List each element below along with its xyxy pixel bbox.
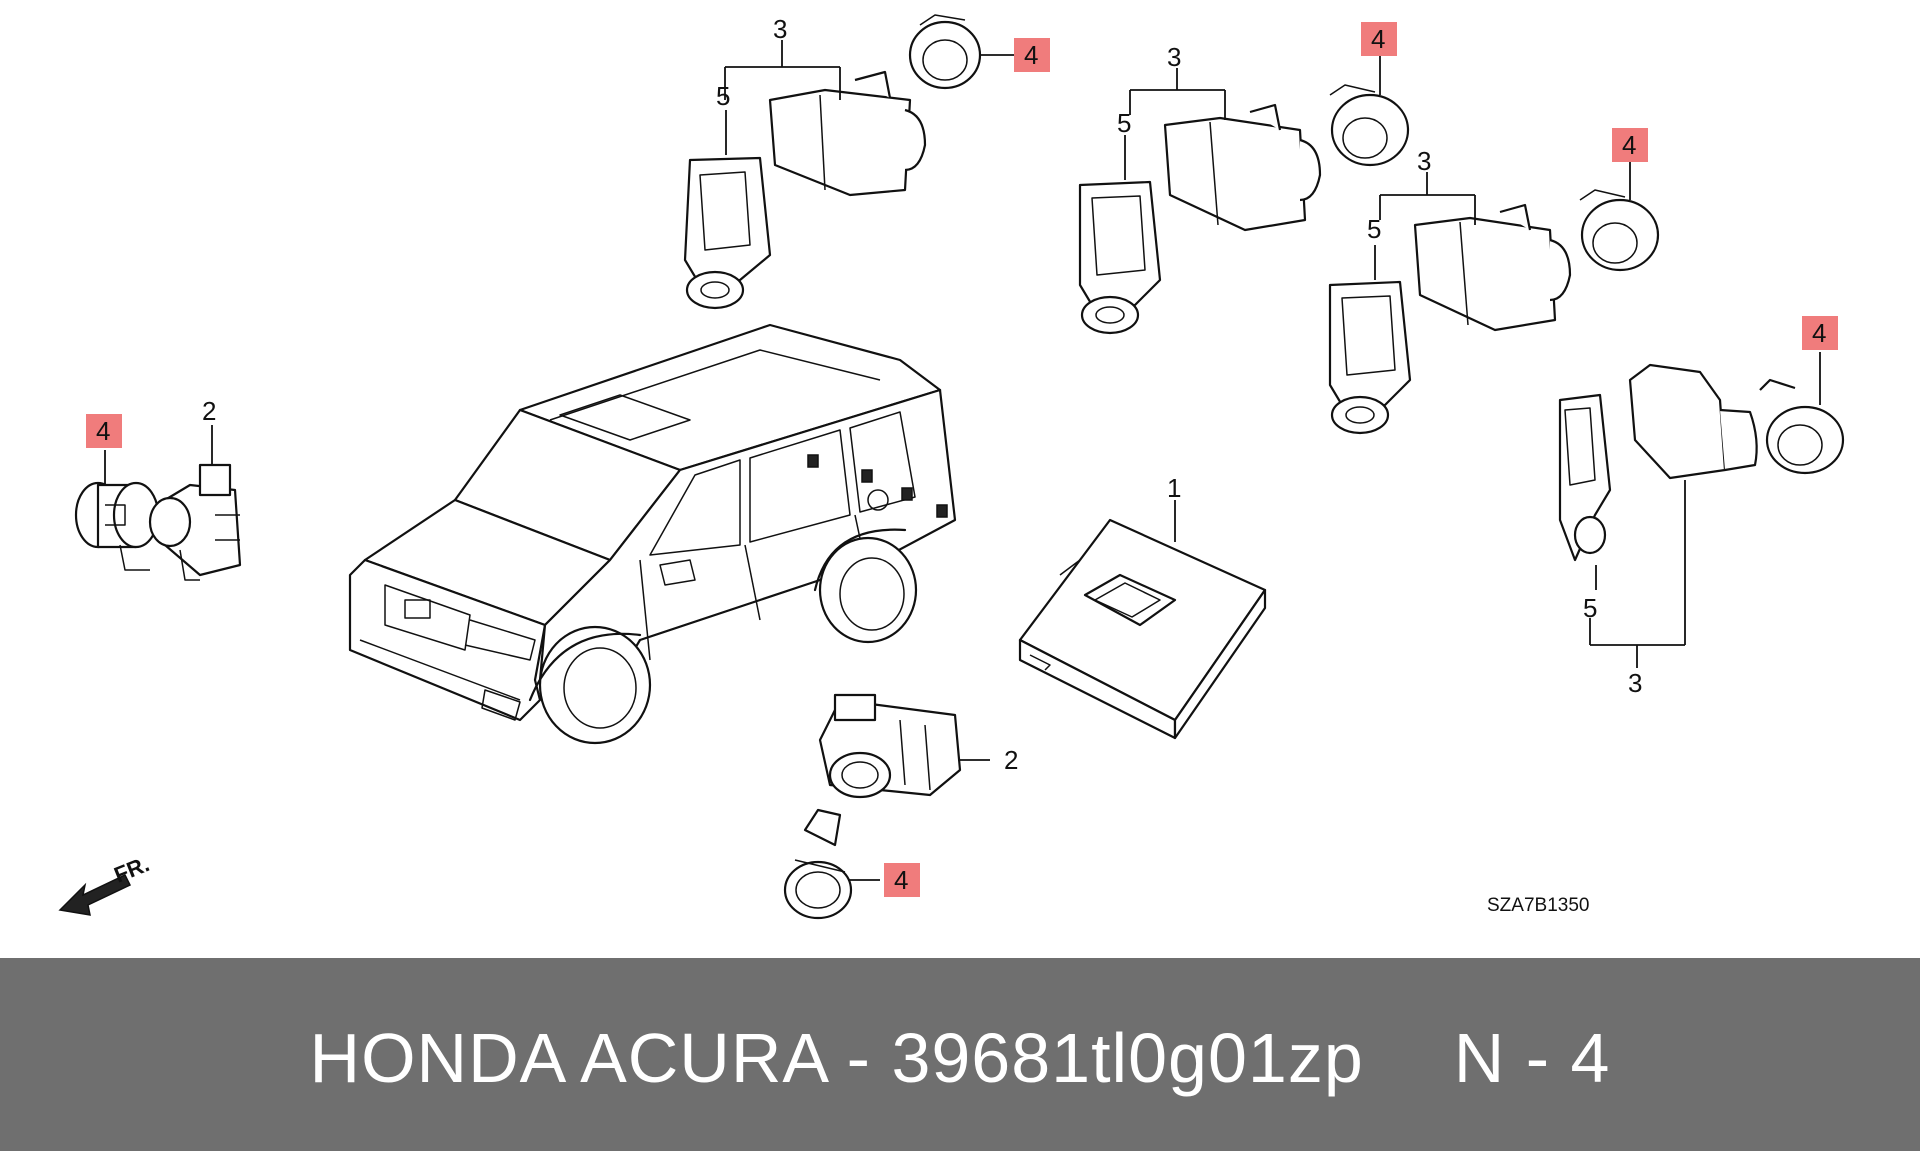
sensor-assembly-right-2 bbox=[1558, 352, 1845, 668]
callout-3: 3 bbox=[1167, 42, 1181, 72]
callout-4: 4 bbox=[96, 416, 110, 446]
callout-4-highlight bbox=[1361, 22, 1397, 56]
sensor-assembly-top-1 bbox=[683, 14, 1015, 310]
sensor-assembly-left bbox=[74, 425, 242, 581]
callout-4-highlight bbox=[1612, 128, 1648, 162]
sensor-assembly-top-2 bbox=[1078, 52, 1410, 335]
callout-4: 4 bbox=[1622, 130, 1636, 160]
callout-4: 4 bbox=[894, 865, 908, 895]
callout-labels: 3 5 4 3 5 4 3 5 4 4 5 3 4 2 1 2 4 bbox=[86, 14, 1838, 897]
control-unit-part bbox=[1018, 500, 1267, 740]
footer-bar: HONDA ACURA - 39681tl0g01zp N - 4 bbox=[0, 958, 1920, 1151]
callout-4: 4 bbox=[1812, 318, 1826, 348]
callout-5: 5 bbox=[1117, 108, 1131, 138]
callout-5: 5 bbox=[1367, 214, 1381, 244]
callout-4-highlight bbox=[1014, 38, 1050, 72]
front-direction-arrow: FR. bbox=[58, 851, 153, 916]
sensor-assembly-bottom bbox=[783, 693, 990, 920]
callout-3: 3 bbox=[1417, 146, 1431, 176]
callout-4-highlight bbox=[1802, 316, 1838, 350]
callout-1: 1 bbox=[1167, 473, 1181, 503]
callout-4: 4 bbox=[1024, 40, 1038, 70]
sensor-assembly-right-1 bbox=[1328, 160, 1660, 435]
callout-2: 2 bbox=[1004, 745, 1018, 775]
callout-4-highlight bbox=[884, 863, 920, 897]
diagram-code: SZA7B1350 bbox=[1487, 895, 1589, 916]
callout-2: 2 bbox=[202, 396, 216, 426]
front-label: FR. bbox=[111, 851, 153, 887]
vehicle-illustration bbox=[348, 323, 957, 745]
callout-5: 5 bbox=[716, 81, 730, 111]
part-number-title: HONDA ACURA - 39681tl0g01zp bbox=[309, 1019, 1364, 1097]
callout-5: 5 bbox=[1583, 593, 1597, 623]
callout-4-highlight bbox=[86, 414, 122, 448]
callout-3: 3 bbox=[773, 14, 787, 44]
page-indicator: N - 4 bbox=[1453, 1019, 1611, 1097]
callout-4: 4 bbox=[1371, 24, 1385, 54]
callout-3: 3 bbox=[1628, 668, 1642, 698]
parts-diagram: 3 5 4 3 5 4 3 5 4 4 5 3 4 2 1 2 4 FR. SZ… bbox=[58, 14, 1845, 920]
footer-caption: HONDA ACURA - 39681tl0g01zp N - 4 bbox=[0, 1008, 1920, 1108]
